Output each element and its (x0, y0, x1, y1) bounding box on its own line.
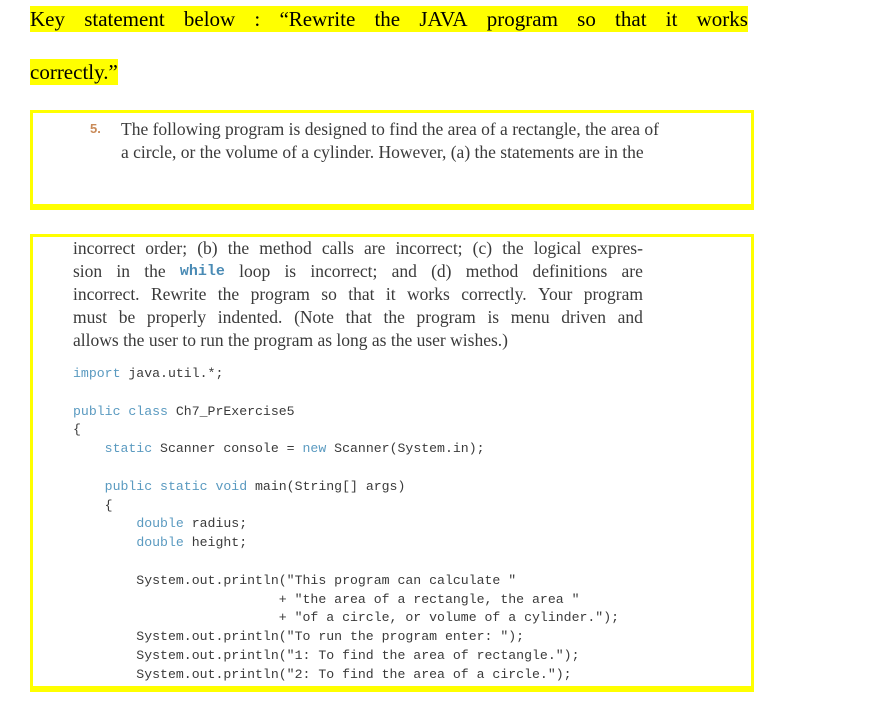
question-line: The following program is designed to fin… (121, 119, 659, 139)
question-line: a circle, or the volume of a cylinder. H… (121, 142, 644, 162)
word: (c) (472, 238, 493, 258)
word: order; (145, 238, 188, 258)
word: program (416, 307, 476, 327)
code-keyword: double (136, 516, 184, 532)
code-line: System.out.println("1: To find the area … (73, 647, 580, 663)
word: driven (561, 307, 607, 327)
key-statement-line-2: correctly.” (30, 59, 118, 85)
word: logical (533, 238, 582, 258)
code-line: public class Ch7_PrExercise5 (73, 403, 295, 419)
word: method (259, 238, 312, 258)
word: are (621, 261, 643, 281)
word: it (385, 284, 396, 304)
word: properly (146, 307, 207, 327)
word: calls (321, 238, 354, 258)
code-line: { (73, 422, 81, 438)
word: in (116, 261, 131, 281)
inline-code-keyword: while (179, 263, 225, 280)
word: are (364, 238, 386, 258)
code-line (73, 384, 619, 403)
java-code-block: import java.util.*; public class Ch7_PrE… (73, 365, 619, 685)
question-number: 5. (90, 121, 101, 136)
code-line: public static void main(String[] args) (104, 478, 406, 494)
word: incorrect; (310, 261, 378, 281)
code-line: + "of a circle, or volume of a cylinder.… (73, 610, 620, 626)
key-word: program (486, 7, 558, 31)
key-word: statement (84, 7, 165, 31)
word: method (465, 261, 519, 281)
word: sion (73, 261, 103, 281)
key-word: Key (30, 7, 65, 31)
word: incorrect. (73, 284, 140, 304)
word: incorrect; (395, 238, 463, 258)
word: and (391, 261, 417, 281)
key-word: the (374, 7, 401, 31)
word: expres- (591, 238, 643, 258)
code-line: double radius; (136, 516, 248, 532)
key-statement-line-1: Key statement below : “Rewrite the JAVA … (30, 6, 748, 32)
word: the (227, 238, 250, 258)
word: program (583, 284, 643, 304)
word: (b) (197, 238, 218, 258)
word: loop (239, 261, 271, 281)
code-line: import java.util.*; (73, 366, 224, 381)
word: that (348, 284, 375, 304)
word: is (284, 261, 297, 281)
code-keyword: new (302, 441, 327, 457)
code-line: static Scanner console = new Scanner(Sys… (104, 441, 485, 457)
paragraph-text: allows the user to run the program as lo… (73, 330, 508, 350)
key-word: “Rewrite (279, 7, 356, 31)
word: must (73, 307, 108, 327)
word: the (217, 284, 240, 304)
word: works (407, 284, 450, 304)
key-word: so (577, 7, 596, 31)
code-keyword: public static void (104, 478, 248, 494)
word: the (383, 307, 405, 327)
word: (d) (431, 261, 452, 281)
word: be (118, 307, 136, 327)
code-keyword: import (73, 366, 121, 381)
excerpt-box-1: 5. The following program is designed to … (30, 110, 754, 210)
code-line (73, 553, 619, 572)
key-word: works (696, 7, 748, 31)
code-line (73, 459, 619, 478)
code-keyword: double (136, 535, 184, 551)
key-word: that (615, 7, 647, 31)
code-line: { (73, 497, 113, 513)
code-line: double height; (136, 535, 248, 551)
word: definitions (532, 261, 608, 281)
key-word: it (665, 7, 678, 31)
code-line: System.out.println("To run the program e… (73, 629, 525, 645)
word: Your (538, 284, 573, 304)
key-word: JAVA (419, 7, 468, 31)
word: so (321, 284, 337, 304)
word: correctly. (461, 284, 527, 304)
question-text: The following program is designed to fin… (121, 118, 659, 164)
code-keyword: static (104, 441, 153, 457)
word: indented. (217, 307, 283, 327)
word: and (617, 307, 643, 327)
word: is (487, 307, 500, 327)
key-word: : (254, 7, 261, 31)
word: incorrect (73, 238, 136, 258)
key-word: below (183, 7, 236, 31)
paragraph-line: allows the user to run the program as lo… (73, 329, 643, 352)
word: Rewrite (150, 284, 207, 304)
word: menu (510, 307, 550, 327)
code-line: + "the area of a rectangle, the area " (73, 591, 580, 607)
code-line: System.out.println("This program can cal… (73, 572, 517, 588)
code-keyword: public class (73, 403, 168, 419)
word: the (144, 261, 166, 281)
paragraph-line: incorrect order; (b) the method calls are incor… (73, 237, 643, 260)
code-line: System.out.println("2: To find the area … (73, 666, 572, 682)
word: program (250, 284, 310, 304)
word: the (502, 238, 524, 258)
word: that (345, 307, 372, 327)
word: (Note (294, 307, 334, 327)
